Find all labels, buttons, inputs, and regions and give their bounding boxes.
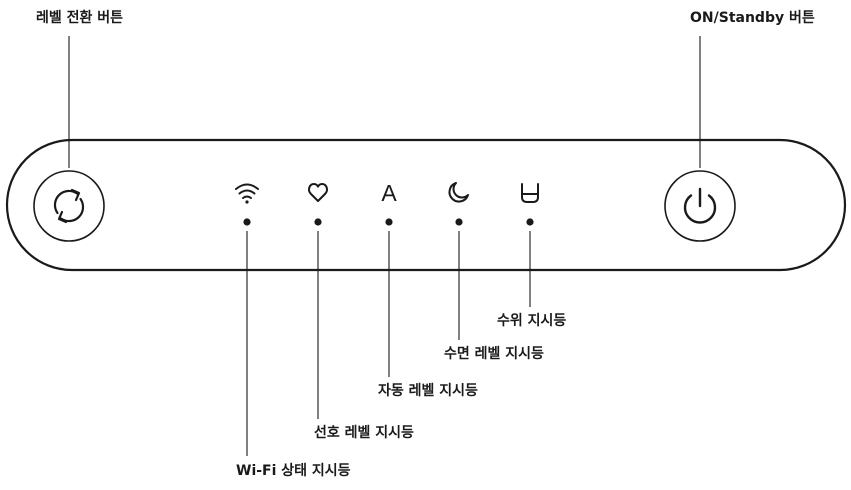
sleep-level-indicator-label: 수면 레벨 지시등 bbox=[444, 346, 544, 362]
favorite-level-indicator-dot bbox=[314, 218, 322, 226]
wifi-icon bbox=[235, 183, 259, 204]
wifi-status-indicator-dot bbox=[243, 218, 251, 226]
level-switch-button[interactable] bbox=[33, 170, 105, 242]
refresh-icon bbox=[53, 188, 85, 224]
water-level-indicator-dot bbox=[526, 218, 534, 226]
auto-letter-icon: A bbox=[381, 180, 397, 206]
on-standby-button[interactable] bbox=[664, 170, 736, 242]
moon-icon bbox=[448, 182, 469, 203]
control-panel-outline bbox=[5, 138, 847, 272]
power-icon bbox=[683, 187, 717, 224]
auto-level-indicator-label: 자동 레벨 지시등 bbox=[378, 383, 478, 399]
water-tank-icon bbox=[521, 183, 539, 203]
leader-lines bbox=[68, 36, 701, 456]
on-standby-button-label: ON/Standby 버튼 bbox=[690, 10, 815, 26]
sleep-level-indicator-dot bbox=[455, 218, 463, 226]
wifi-status-indicator-label: Wi-Fi 상태 지시등 bbox=[236, 463, 351, 479]
favorite-level-indicator-label: 선호 레벨 지시등 bbox=[314, 425, 414, 441]
heart-icon bbox=[308, 183, 328, 202]
water-level-indicator-label: 수위 지시등 bbox=[497, 313, 567, 329]
auto-level-indicator-dot bbox=[385, 218, 393, 226]
level-switch-button-label: 레벨 전환 버튼 bbox=[36, 10, 124, 26]
